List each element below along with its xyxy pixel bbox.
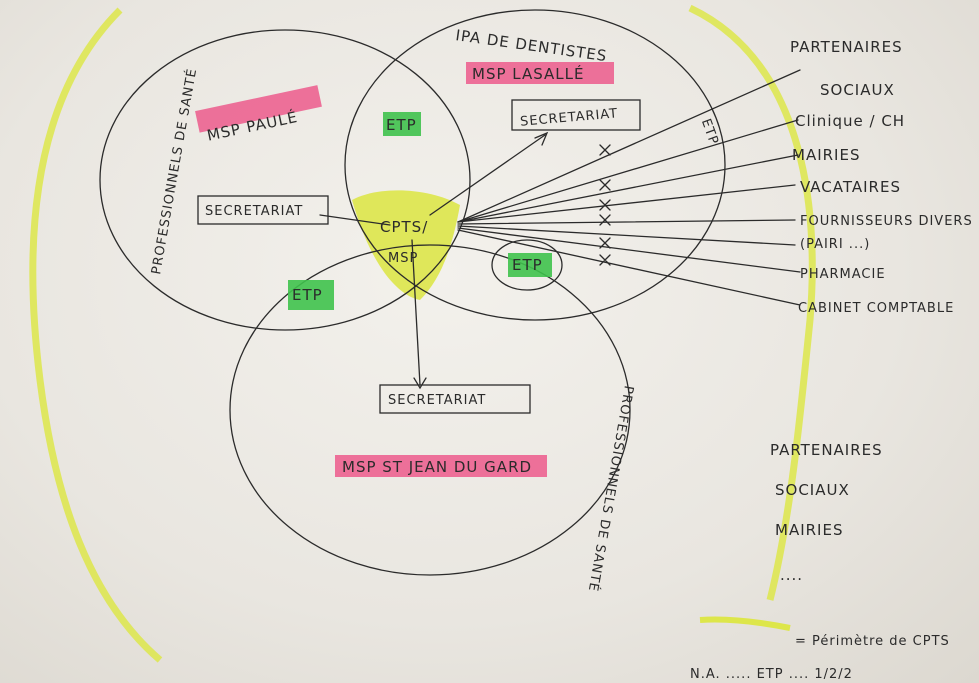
note-line: MAIRIES [775,521,843,539]
secretariat-box-bottom [379,384,531,414]
secretariat-label: SECRETARIAT [205,204,303,219]
note-line: PARTENAIRES [770,441,883,459]
partner-item: FOURNISSEURS DIVERS [800,214,973,229]
label-ipa-dentists: IPA DE DENTISTES [454,26,608,65]
partner-item: VACATAIRES [800,178,901,196]
circle-health-professionals-bottom [229,244,631,576]
pink-highlight-left [195,85,322,133]
etp-label: ETP [512,256,543,274]
center-intersection-highlight [352,190,460,300]
partner-item: PHARMACIE [800,267,886,282]
bottom-text: N.A. ..... ETP .... 1/2/2 [690,667,853,682]
green-highlight-1 [383,112,421,136]
partner-item: PARTENAIRES [790,38,903,56]
notes-block: PARTENAIRES SOCIAUX MAIRIES .... [770,441,883,584]
msp-st-jean-label: MSP ST JEAN DU GARD [342,458,532,476]
etp-label: ETP [386,116,417,134]
partners-list: PARTENAIRES SOCIAUX Clinique / CH MAIRIE… [790,38,973,316]
label-professionals-left: PROFESSIONNELS DE SANTÉ [148,67,200,276]
green-highlight-2 [508,253,552,277]
secretariat-label: SECRETARIAT [520,106,619,130]
cpts-center-label: CPTS/ [380,218,428,236]
label-professionals-bottom: PROFESSIONNELS DE SANTÉ [585,384,637,593]
green-highlight-3 [288,280,334,310]
legend-text: = Périmètre de CPTS [795,634,950,649]
msp-center-label: MSP [388,251,418,266]
secretariat-label: SECRETARIAT [388,393,486,408]
circle-ipa-dentists [344,9,726,321]
note-line: .... [780,566,803,584]
etp-label: ETP [292,286,323,304]
legend-yellow-swatch [699,616,791,631]
partner-item: MAIRIES [792,146,860,164]
note-line: SOCIAUX [775,481,850,499]
etp-small-ellipse [491,239,563,291]
circle-health-professionals [99,29,471,331]
partner-item: CABINET COMPTABLE [798,301,954,316]
partner-item: Clinique / CH [795,112,905,130]
secretariat-box-right [511,99,641,131]
partner-item: SOCIAUX [820,81,895,99]
partner-item: (PAIRI ...) [800,237,870,252]
pink-highlight-bottom [335,455,547,477]
msp-lasalle-label: MSP LASALLÉ [472,64,585,83]
pink-highlight-right [466,62,614,84]
cpts-perimeter-outline [29,4,816,663]
arrows [319,69,801,390]
secretariat-box-left [197,195,329,225]
